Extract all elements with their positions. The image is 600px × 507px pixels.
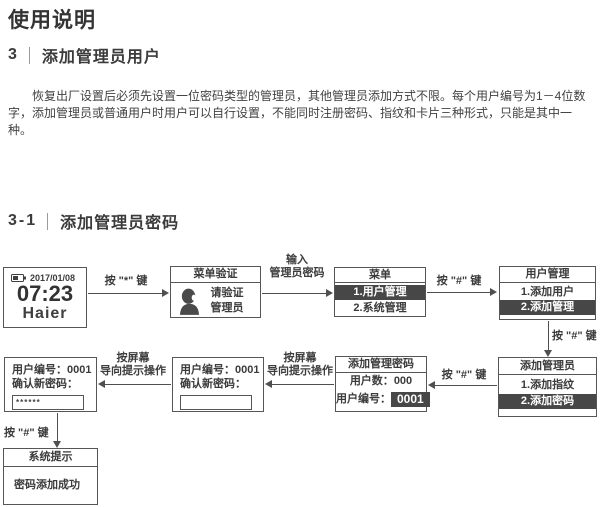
brand-logo: Haier (22, 305, 68, 322)
confirm-pwd-input: ****** (12, 395, 84, 410)
arrow-screen-guide2-label-a: 按屏幕 (116, 352, 150, 364)
add-pwd-count-line: 用户数：000 (336, 373, 426, 390)
heading-divider (28, 46, 30, 64)
add-pwd-id-label: 用户编号： (336, 393, 391, 405)
arrow-press-hash1-head (490, 288, 497, 296)
intro-paragraph: 恢复出厂设置后必须先设置一位密码类型的管理员，其他管理员添加方式不限。每个用户编… (8, 89, 586, 137)
screen-menu: 菜单 1.用户管理 2.系统管理 (334, 267, 426, 317)
menu-verify-title: 菜单验证 (171, 267, 260, 283)
confirm-pwd-line1: 用户编号：0001 (12, 364, 92, 376)
new-pwd-line2: 确认新密码： (180, 378, 246, 390)
menu-item-sys-mgmt: 2.系统管理 (353, 302, 407, 314)
arrow-press-hash4-label: 按 "#" 键 (4, 427, 49, 439)
arrow-screen-guide1-head (265, 380, 272, 388)
arrow-press-hash1-line (427, 292, 490, 293)
arrow-press-hash4-line (57, 413, 58, 441)
add-admin-item-password: 2.添加密码 (499, 394, 596, 409)
subsection-heading: 3-1 添加管理员密码 (8, 210, 179, 232)
screen-result: 系统提示 密码添加成功 (3, 448, 98, 505)
screen-confirm-pwd: 用户编号：0001 确认新密码： ****** (4, 357, 97, 412)
add-pwd-count-label: 用户数： (349, 375, 394, 387)
arrow-press-hash2-label: 按 "#" 键 (552, 330, 597, 342)
section-heading: 3 添加管理员用户 (8, 44, 161, 66)
arrow-screen-guide2-label: 按屏幕 导向提示操作 (97, 352, 169, 378)
arrow-press-hash1-label: 按 "#" 键 (436, 275, 482, 287)
confirm-pwd-body: 用户编号：0001 确认新密码： ****** (5, 358, 96, 410)
result-title: 系统提示 (4, 449, 97, 467)
add-pwd-title: 添加管理密码 (336, 357, 426, 373)
add-admin-item-fingerprint: 1.添加指纹 (520, 379, 575, 391)
menu-verify-text: 请验证 管理员 (200, 286, 254, 316)
arrow-screen-guide1-line (272, 384, 334, 385)
confirm-pwd-line2: 确认新密码： (12, 378, 78, 390)
result-body: 密码添加成功 (14, 479, 80, 491)
arrow-enter-pwd-line (262, 293, 326, 294)
arrow-press-star-head (162, 289, 169, 297)
user-mgmt-title: 用户管理 (500, 267, 595, 283)
section-number: 3 (8, 46, 19, 63)
home-date: 2017/01/08 (30, 273, 76, 283)
arrow-press-hash4-head (53, 441, 61, 448)
arrow-press-hash3-line (435, 385, 497, 386)
screen-user-mgmt: 用户管理 1.添加用户 2.添加管理 (499, 266, 596, 320)
screen-add-admin: 添加管理员 1.添加指纹 2.添加密码 (498, 357, 597, 417)
arrow-press-star-label: 按 "*" 键 (104, 275, 148, 287)
arrow-screen-guide2-line (105, 384, 171, 385)
screen-new-pwd: 用户编号：0001 确认新密码： (172, 357, 264, 412)
screen-home: 2017/01/08 07:23 Haier (3, 267, 87, 328)
arrow-press-hash2-line (548, 321, 549, 350)
add-pwd-id-value: 0001 (391, 391, 430, 407)
user-mgmt-item-add-admin: 2.添加管理 (500, 300, 595, 315)
home-time: 07:23 (16, 281, 74, 306)
arrow-screen-guide1-label-b: 导向提示操作 (267, 365, 333, 377)
menu-title: 菜单 (335, 268, 425, 283)
arrow-screen-guide1-label: 按屏幕 导向提示操作 (264, 352, 336, 378)
arrow-screen-guide2-head (98, 380, 105, 388)
user-mgmt-item-add-user: 1.添加用户 (520, 286, 575, 298)
subsection-title: 添加管理员密码 (60, 215, 180, 232)
new-pwd-line1: 用户编号：0001 (180, 364, 260, 376)
heading-divider (47, 212, 49, 230)
arrow-screen-guide2-label-b: 导向提示操作 (100, 365, 166, 377)
screen-menu-verify: 菜单验证 请验证 管理员 (170, 266, 261, 318)
home-status-row: 2017/01/08 (4, 268, 86, 283)
arrow-enter-pwd-head (326, 289, 333, 297)
arrow-press-hash3-label: 按 "#" 键 (441, 369, 487, 381)
add-pwd-id-line: 用户编号：0001 (336, 390, 430, 408)
arrow-press-hash2-head (544, 350, 552, 357)
arrow-enter-pwd-label: 输入 管理员密码 (261, 254, 333, 280)
subsection-number: 3-1 (8, 212, 38, 229)
verify-line1: 请验证 (210, 287, 244, 299)
admin-avatar-icon (179, 288, 200, 315)
arrow-press-hash3-head (428, 381, 435, 389)
new-pwd-body: 用户编号：0001 确认新密码： (173, 358, 263, 410)
menu-verify-body: 请验证 管理员 (171, 283, 260, 316)
battery-icon (11, 274, 26, 282)
arrow-enter-pwd-label-2: 管理员密码 (269, 267, 325, 279)
verify-line2: 管理员 (210, 302, 244, 314)
new-pwd-input (180, 395, 252, 410)
add-pwd-count-value: 000 (393, 375, 413, 387)
screen-add-pwd: 添加管理密码 用户数：000 用户编号：0001 (335, 356, 430, 412)
menu-item-user-mgmt: 1.用户管理 (335, 285, 425, 300)
section-title: 添加管理员用户 (41, 49, 161, 66)
add-admin-title: 添加管理员 (499, 358, 596, 375)
arrow-enter-pwd-label-1: 输入 (286, 254, 308, 266)
arrow-screen-guide1-label-a: 按屏幕 (283, 352, 317, 364)
arrow-press-star-line (88, 293, 162, 294)
page-title: 使用说明 (8, 9, 96, 32)
